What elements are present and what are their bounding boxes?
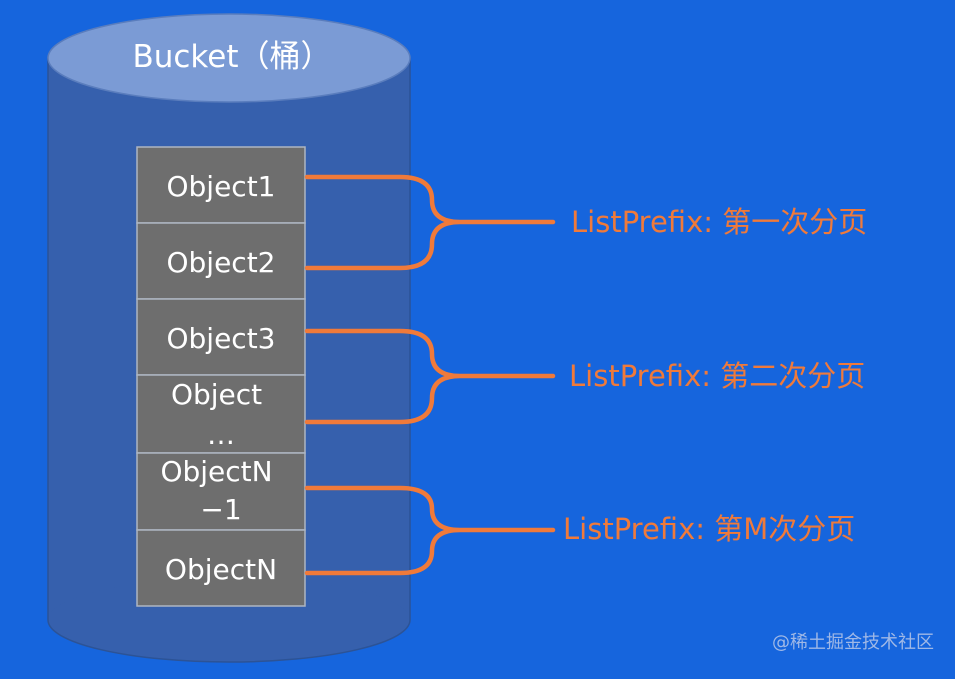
page-label-2: ListPrefix: 第二次分页: [569, 359, 865, 393]
object-label-4: Object …: [171, 378, 271, 451]
object-label-5-line-2: −1: [200, 493, 241, 526]
page-labels: ListPrefix: 第一次分页 ListPrefix: 第二次分页 List…: [563, 205, 867, 546]
cylinder-bottom-edge: [47, 619, 411, 663]
bracket-page-2: [304, 328, 556, 425]
bracket-page-3: [304, 485, 556, 576]
object-label-1: Object1: [166, 170, 275, 203]
bracket-page-1: [304, 174, 556, 271]
watermark-text: @稀土掘金技术社区: [772, 632, 934, 653]
object-label-3: Object3: [166, 322, 275, 355]
object-box-6[interactable]: [136, 529, 306, 607]
object-label-4-line-1: Object: [171, 378, 262, 411]
object-label-5: ObjectN −1: [160, 455, 281, 526]
cylinder-top: [47, 13, 411, 103]
object-box-2[interactable]: [136, 222, 306, 300]
page-label-3: ListPrefix: 第M次分页: [563, 512, 855, 546]
object-box-3[interactable]: [136, 298, 306, 376]
object-box-5[interactable]: [136, 452, 306, 531]
page-brackets: [304, 174, 556, 576]
object-box-4[interactable]: [136, 374, 306, 454]
page-label-1: ListPrefix: 第一次分页: [571, 205, 867, 239]
object-box-1[interactable]: [136, 146, 306, 224]
object-label-4-line-2: …: [207, 418, 235, 451]
object-label-2: Object2: [166, 246, 275, 279]
bucket-title: Bucket（桶）: [132, 39, 331, 75]
object-stack: Object1 Object2 Object3 Object … ObjectN…: [136, 146, 306, 607]
object-label-5-line-1: ObjectN: [160, 455, 272, 488]
object-label-6: ObjectN: [165, 553, 277, 586]
